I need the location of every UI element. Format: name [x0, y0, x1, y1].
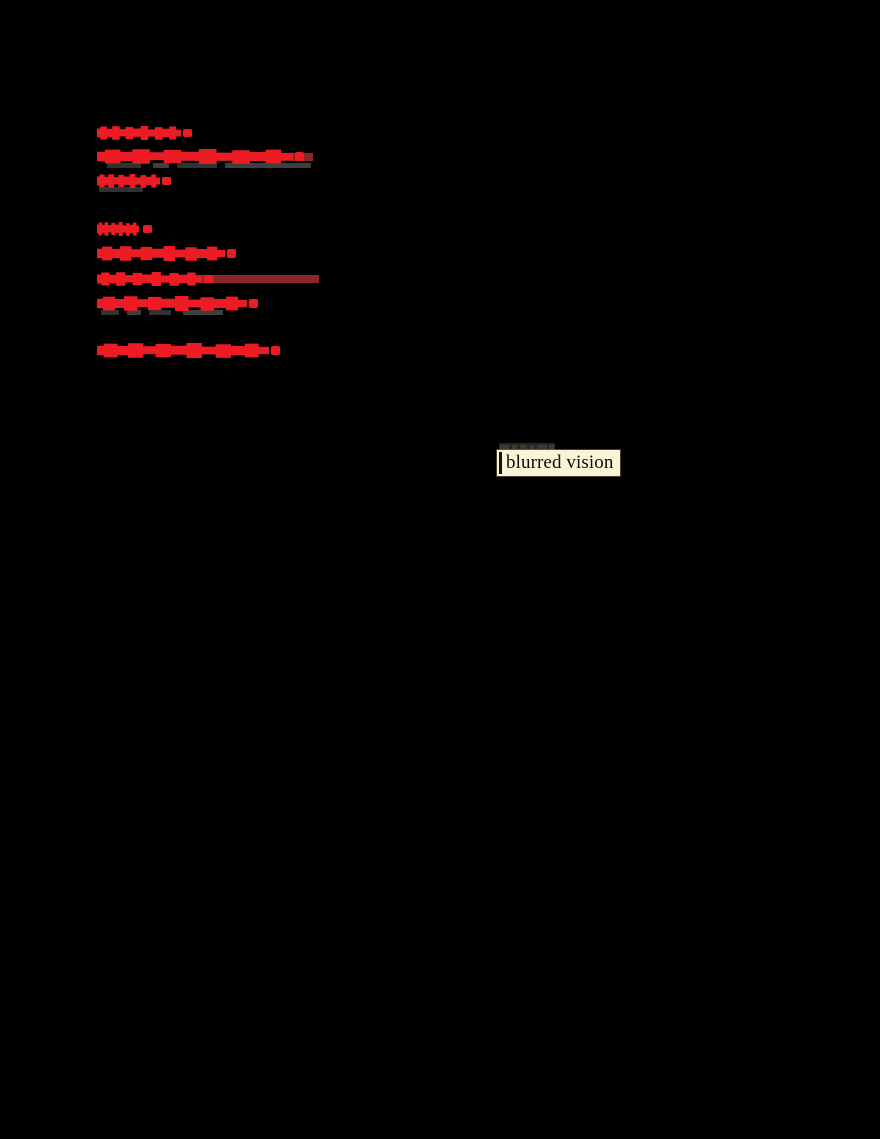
redacted-text-block: [97, 126, 397, 371]
remnant-segment: [512, 445, 517, 449]
remnant-segment: [549, 445, 554, 449]
redacted-line: [97, 343, 280, 358]
redaction-ghost-segment: [127, 310, 141, 315]
remnant-segment: [530, 445, 534, 449]
redaction-end-marker: [295, 152, 304, 161]
redaction-ghost-segment: [99, 187, 143, 192]
redacted-line: [97, 272, 319, 286]
remnant-segment: [520, 445, 527, 449]
redaction-end-marker: [271, 346, 280, 355]
redaction-ghost-segment: [107, 163, 141, 168]
redaction-end-marker: [204, 275, 213, 283]
redaction-end-marker: [227, 249, 236, 258]
redacted-line: [97, 296, 258, 315]
text-caret: [499, 452, 502, 474]
redaction-end-marker: [143, 225, 152, 233]
redaction-ghost-segment: [101, 310, 119, 315]
redaction-end-marker: [162, 177, 171, 185]
redaction-ghost-segment: [183, 310, 223, 315]
redacted-line: [97, 174, 171, 192]
redaction-ghost-segment: [225, 163, 311, 168]
remnant-segment: [537, 445, 547, 449]
redaction-ghost-segment: [177, 163, 217, 168]
redacted-line: [97, 126, 192, 140]
remnant-segment: [500, 445, 509, 449]
redaction-tail: [191, 275, 319, 283]
redaction-bar: [97, 149, 293, 164]
redaction-end-marker: [183, 129, 192, 137]
redaction-bar: [97, 272, 202, 286]
redacted-line: [97, 222, 152, 236]
clipped-text-remnant: [499, 443, 555, 451]
redaction-bar: [97, 296, 247, 311]
redacted-line: [97, 149, 313, 168]
annotation-label: blurred vision: [506, 452, 614, 473]
redaction-ghost-segment: [149, 310, 171, 315]
redaction-bar: [97, 222, 139, 236]
redaction-ghost-segment: [153, 163, 169, 168]
redaction-bar: [97, 246, 225, 261]
redaction-bar: [97, 126, 181, 140]
highlighted-annotation[interactable]: blurred vision: [497, 450, 621, 476]
redaction-end-marker: [249, 299, 258, 308]
redaction-bar: [97, 174, 160, 188]
redaction-bar: [97, 343, 269, 358]
remnant-background: [499, 443, 555, 451]
redacted-line: [97, 246, 236, 261]
